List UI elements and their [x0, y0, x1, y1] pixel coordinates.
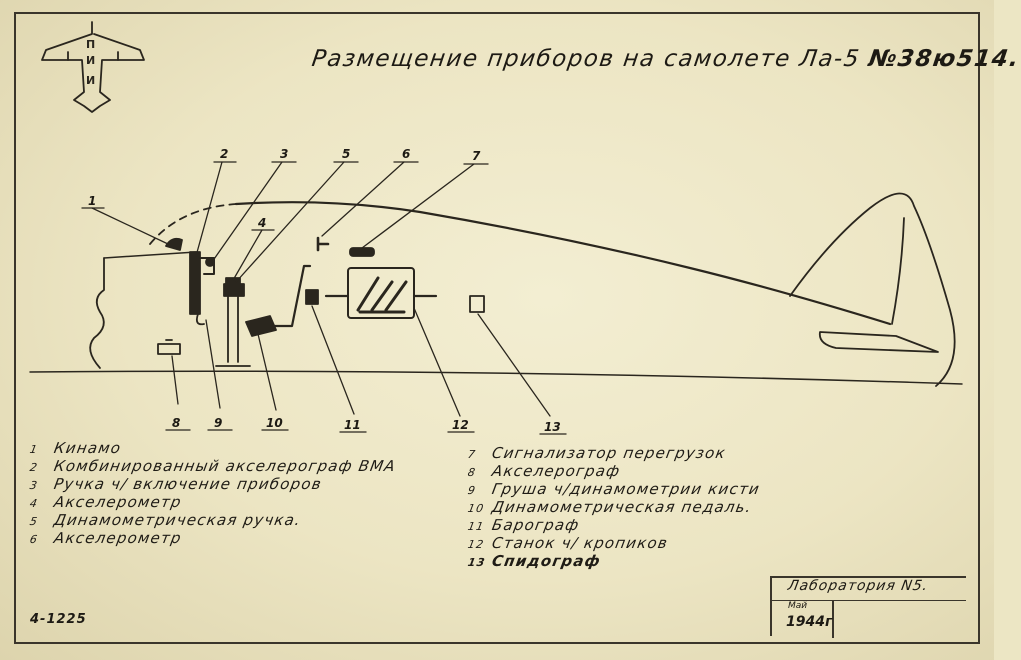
callout-7: 7: [472, 149, 481, 163]
leader-lines: [91, 161, 551, 417]
instrument-11-barograph: [305, 289, 319, 305]
callout-10: 10: [266, 416, 283, 430]
callout-9: 9: [214, 416, 222, 430]
callout-13: 13: [544, 420, 561, 434]
callout-11: 11: [344, 418, 361, 432]
instrument-8-accelerograph: [157, 343, 181, 355]
instrument-13-speedograph: [469, 295, 485, 313]
ground-line: [29, 370, 963, 385]
plan-icon-letter-1: П: [86, 38, 95, 51]
aircraft-plan-icon: [41, 21, 145, 113]
plan-icon-letter-2: И: [86, 54, 95, 67]
tail-fin: [789, 192, 956, 387]
plan-icon-letter-3: И: [86, 74, 95, 87]
instrument-12-machine: [347, 267, 415, 319]
callout-3: 3: [280, 147, 288, 161]
instrument-2-panel: [189, 251, 201, 315]
sheet-border: [14, 12, 980, 644]
date-year: 1944г: [786, 614, 833, 630]
callout-12: 12: [452, 418, 469, 432]
callout-6: 6: [402, 147, 410, 161]
fuselage-nose: [89, 257, 105, 369]
instrument-6-accelerometer: [316, 236, 330, 252]
callout-4: 4: [257, 216, 266, 230]
lab-label: Лаборатория N5.: [786, 578, 930, 594]
stabilizer: [818, 331, 939, 353]
fuselage-top: [234, 201, 892, 326]
callout-2: 2: [220, 147, 228, 161]
instrument-9-stand: [215, 295, 251, 367]
canopy-dashed: [149, 203, 237, 245]
aircraft-diagram: П И И 1 2 3 4 5 6 7 8 9 10 11 12 13: [29, 21, 963, 435]
sheet-code: 4-1225: [30, 612, 87, 627]
callout-8: 8: [172, 416, 180, 430]
callout-5: 5: [342, 147, 350, 161]
instrument-10-pedal: [245, 315, 277, 337]
title-block: [770, 576, 966, 638]
title-block-divider: [832, 600, 834, 638]
callout-1: 1: [88, 194, 96, 208]
instrument-7-signal: [349, 247, 375, 257]
date-month: Май: [788, 601, 808, 611]
title-block-row: [772, 578, 966, 601]
